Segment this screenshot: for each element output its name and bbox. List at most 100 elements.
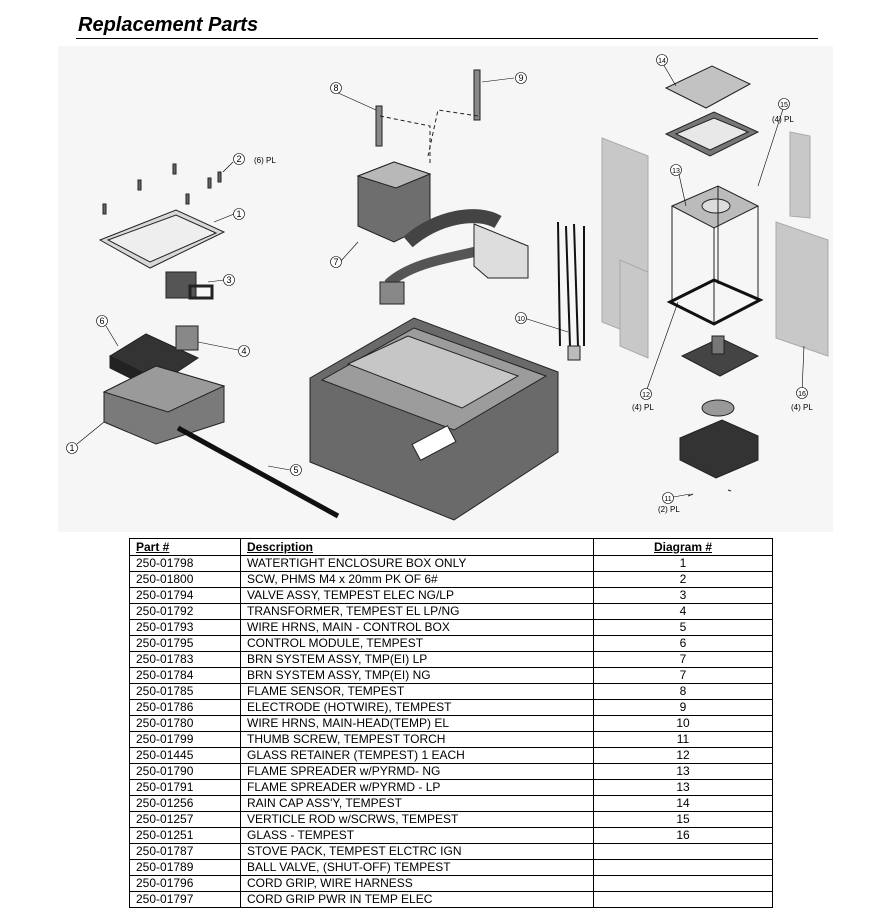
cell-diagram-number — [593, 875, 773, 892]
callout-1a: 1 — [69, 443, 74, 453]
callout-6: 6 — [99, 316, 104, 326]
cell-description: GLASS - TEMPEST — [240, 827, 594, 844]
cell-part-number: 250-01792 — [129, 603, 241, 620]
cell-part-number: 250-01787 — [129, 843, 241, 860]
cell-diagram-number: 6 — [593, 635, 773, 652]
cell-part-number: 250-01445 — [129, 747, 241, 764]
cell-part-number: 250-01799 — [129, 731, 241, 748]
callout-3: 3 — [226, 275, 231, 285]
cell-diagram-number: 12 — [593, 747, 773, 764]
cell-part-number: 250-01257 — [129, 811, 241, 828]
callout-2-qty: (6) PL — [254, 156, 276, 165]
cell-part-number: 250-01796 — [129, 875, 241, 892]
callout-15-qty: (4) PL — [772, 115, 794, 124]
cell-part-number: 250-01783 — [129, 651, 241, 668]
cell-part-number: 250-01786 — [129, 699, 241, 716]
cell-diagram-number — [593, 891, 773, 908]
callout-4: 4 — [241, 346, 246, 356]
cell-part-number: 250-01793 — [129, 619, 241, 636]
diagram-drawing: 1 1 2 3 4 5 6 7 8 9 10 11 12 13 14 15 16… — [66, 54, 829, 521]
cell-description: BRN SYSTEM ASSY, TMP(EI) NG — [240, 667, 594, 684]
table-header-row: Part # Description Diagram # — [129, 538, 773, 556]
cell-part-number: 250-01789 — [129, 859, 241, 876]
cell-diagram-number: 11 — [593, 731, 773, 748]
callout-11: 11 — [664, 496, 671, 503]
callout-10: 10 — [517, 316, 525, 323]
cell-diagram-number: 9 — [593, 699, 773, 716]
cell-diagram-number — [593, 859, 773, 876]
cell-description: FLAME SPREADER w/PYRMD - LP — [240, 779, 594, 796]
cell-diagram-number: 2 — [593, 571, 773, 588]
cell-description: ELECTRODE (HOTWIRE), TEMPEST — [240, 699, 594, 716]
cell-description: VERTICLE ROD w/SCRWS, TEMPEST — [240, 811, 594, 828]
cell-diagram-number: 13 — [593, 763, 773, 780]
cell-diagram-number: 1 — [593, 555, 773, 572]
callout-16: 16 — [798, 391, 806, 398]
cell-part-number: 250-01784 — [129, 667, 241, 684]
cell-description: BALL VALVE, (SHUT-OFF) TEMPEST — [240, 859, 594, 876]
cell-part-number: 250-01780 — [129, 715, 241, 732]
cell-description: FLAME SENSOR, TEMPEST — [240, 683, 594, 700]
cell-diagram-number: 4 — [593, 603, 773, 620]
cell-description: VALVE ASSY, TEMPEST ELEC NG/LP — [240, 587, 594, 604]
cell-diagram-number: 15 — [593, 811, 773, 828]
cell-diagram-number: 8 — [593, 683, 773, 700]
cell-part-number: 250-01798 — [129, 555, 241, 572]
callout-11-qty: (2) PL — [658, 505, 680, 514]
callout-8: 8 — [333, 83, 338, 93]
callout-13: 13 — [672, 168, 680, 175]
cell-description: CORD GRIP PWR IN TEMP ELEC — [240, 891, 594, 908]
callout-12: 12 — [642, 392, 650, 399]
cell-description: WIRE HRNS, MAIN - CONTROL BOX — [240, 619, 594, 636]
cell-description: WATERTIGHT ENCLOSURE BOX ONLY — [240, 555, 594, 572]
cell-part-number: 250-01797 — [129, 891, 241, 908]
cell-diagram-number: 16 — [593, 827, 773, 844]
cell-diagram-number: 3 — [593, 587, 773, 604]
cell-description: BRN SYSTEM ASSY, TMP(EI) LP — [240, 651, 594, 668]
header-description: Description — [240, 538, 594, 556]
callout-markers: 1 1 2 3 4 5 6 7 8 9 10 11 12 13 14 15 16… — [66, 54, 813, 514]
cell-description: FLAME SPREADER w/PYRMD- NG — [240, 763, 594, 780]
page-title: Replacement Parts — [78, 14, 259, 36]
cell-part-number: 250-01256 — [129, 795, 241, 812]
callout-9: 9 — [518, 73, 523, 83]
cell-part-number: 250-01785 — [129, 683, 241, 700]
cell-diagram-number: 10 — [593, 715, 773, 732]
cell-description: CONTROL MODULE, TEMPEST — [240, 635, 594, 652]
title-underline — [76, 38, 818, 39]
cell-description: RAIN CAP ASS'Y, TEMPEST — [240, 795, 594, 812]
cell-part-number: 250-01794 — [129, 587, 241, 604]
callout-5: 5 — [293, 465, 298, 475]
callout-14: 14 — [658, 58, 666, 65]
cell-part-number: 250-01791 — [129, 779, 241, 796]
cell-description: STOVE PACK, TEMPEST ELCTRC IGN — [240, 843, 594, 860]
cell-description: CORD GRIP, WIRE HARNESS — [240, 875, 594, 892]
callout-2: 2 — [236, 154, 241, 164]
callout-1b: 1 — [236, 209, 241, 219]
callout-12-qty: (4) PL — [632, 403, 654, 412]
cell-description: GLASS RETAINER (TEMPEST) 1 EACH — [240, 747, 594, 764]
cell-part-number: 250-01790 — [129, 763, 241, 780]
cell-part-number: 250-01800 — [129, 571, 241, 588]
cell-description: WIRE HRNS, MAIN-HEAD(TEMP) EL — [240, 715, 594, 732]
header-part-number: Part # — [129, 538, 241, 556]
cell-part-number: 250-01251 — [129, 827, 241, 844]
cell-diagram-number: 13 — [593, 779, 773, 796]
cell-diagram-number — [593, 843, 773, 860]
